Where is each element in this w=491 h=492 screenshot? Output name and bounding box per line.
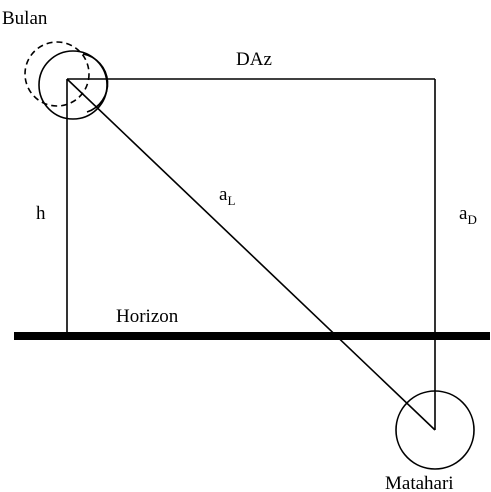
azimuth-difference-label: DAz (236, 49, 272, 70)
a-d-label-base: a (459, 203, 468, 224)
a-d-label-sub: D (467, 212, 476, 227)
a-l-label-sub: L (227, 193, 235, 208)
sun-circle (395, 390, 475, 470)
a-d-label: aD (459, 203, 477, 227)
moon-dashed-circle (24, 41, 90, 107)
moon-label: Bulan (2, 8, 48, 29)
moon-sun-arc-line (66, 78, 436, 431)
a-l-label: aL (219, 184, 235, 208)
a-l-label-base: a (219, 184, 228, 205)
moon-altitude-label: h (36, 203, 46, 224)
sun-label: Matahari (385, 473, 454, 492)
horizon-label: Horizon (116, 306, 179, 327)
moon-crescent-inner (82, 53, 109, 113)
